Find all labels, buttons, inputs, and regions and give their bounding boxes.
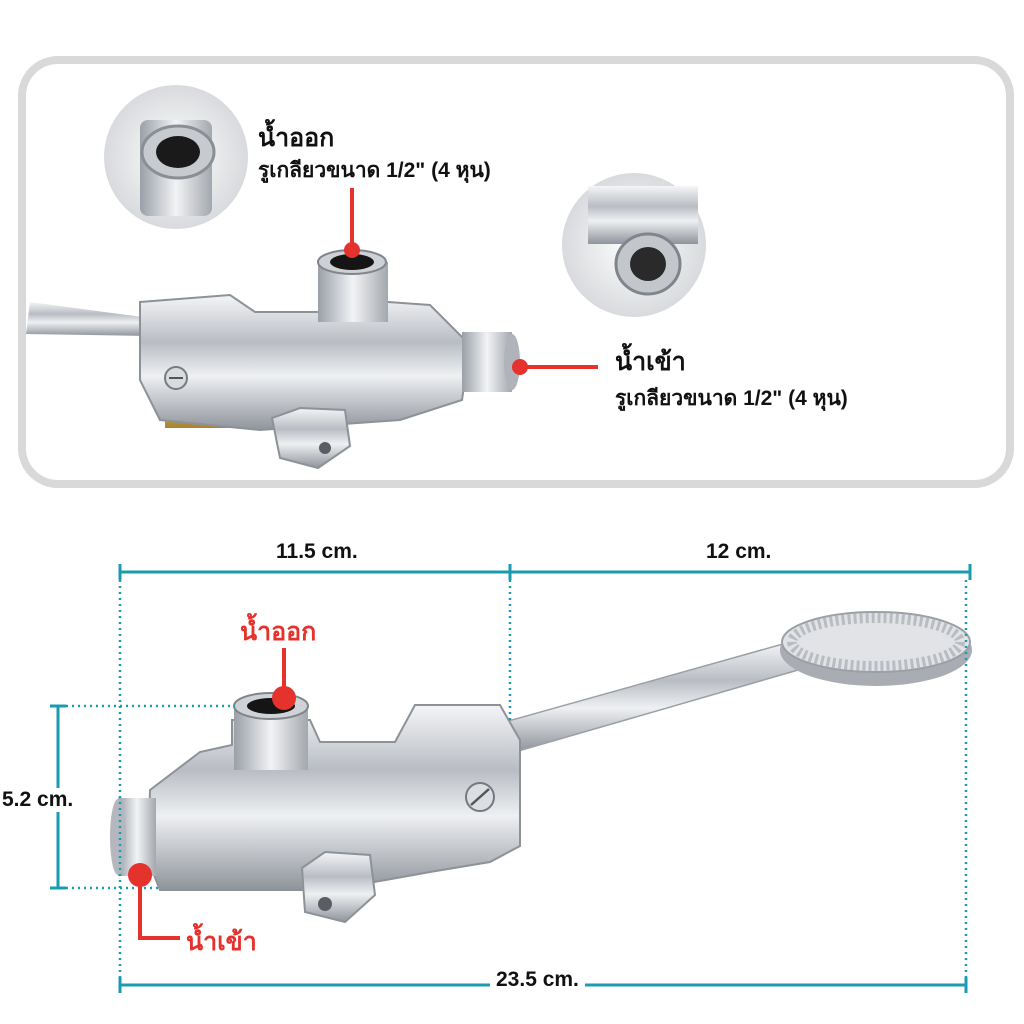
outlet-callout-dot bbox=[344, 242, 360, 258]
outlet-title: น้ำออก bbox=[258, 124, 335, 152]
bottom-outlet-callout-dot bbox=[272, 686, 296, 710]
inlet-zoom-photo bbox=[562, 173, 706, 317]
body-length-label: 11.5 cm. bbox=[270, 540, 364, 564]
inlet-title: น้ำเข้า bbox=[615, 348, 686, 376]
outlet-zoom-photo bbox=[104, 85, 248, 229]
top-valve-photo bbox=[26, 249, 520, 470]
height-label: 5.2 cm. bbox=[0, 788, 76, 812]
outlet-thread-size: รูเกลียวขนาด 1/2" (4 หุน) bbox=[258, 159, 491, 182]
bottom-outlet-label: น้ำออก bbox=[240, 618, 317, 646]
bottom-inlet-callout-line bbox=[138, 875, 180, 940]
bottom-inlet-label: น้ำเข้า bbox=[186, 928, 257, 956]
bottom-valve-photo bbox=[110, 611, 972, 924]
total-length-label: 23.5 cm. bbox=[490, 968, 585, 992]
inlet-callout-dot bbox=[512, 359, 528, 375]
inlet-thread-size: รูเกลียวขนาด 1/2" (4 หุน) bbox=[615, 387, 848, 410]
bottom-inlet-callout-dot bbox=[128, 863, 152, 887]
pedal-length-label: 12 cm. bbox=[700, 540, 778, 564]
